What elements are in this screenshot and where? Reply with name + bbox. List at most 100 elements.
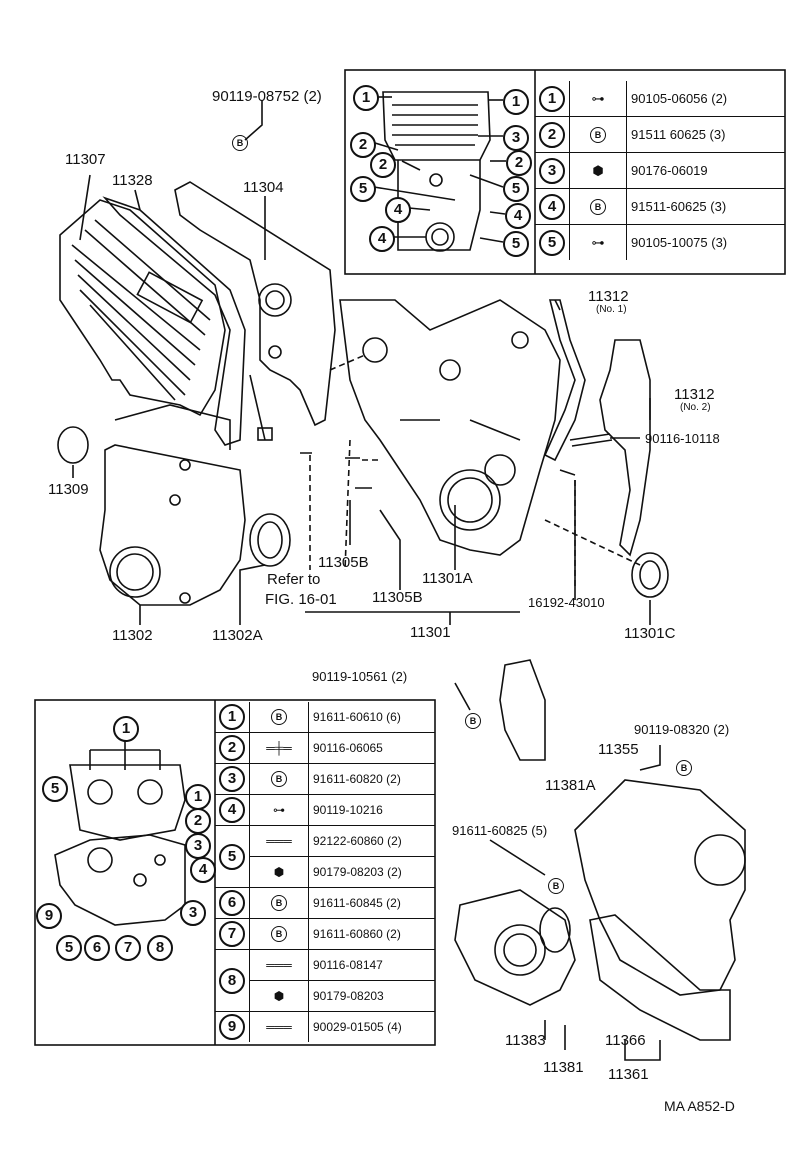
callout-1: 1: [185, 784, 211, 810]
label-11383: 11383: [505, 1032, 546, 1049]
bolt-mark-b: B: [271, 926, 287, 942]
table-row: 3 ⬢ 90176-06019: [535, 152, 785, 189]
table-row: 1 ⊶ 90105-06056 (2): [535, 81, 785, 117]
row-number: 7: [219, 921, 245, 947]
callout-7: 7: [115, 935, 141, 961]
oil-seal-11302A: [249, 513, 291, 567]
row-number: 5: [539, 229, 565, 256]
part-number: 90105-10075 (3): [626, 224, 785, 260]
part-number: 91511-60625 (3): [626, 188, 785, 225]
table-row: 8 ═══ 90116-08147: [215, 949, 435, 1012]
timing-belt-cover-no2: [174, 181, 336, 441]
bracket-part: [499, 659, 546, 761]
stud-icon: ═╪═: [266, 741, 292, 755]
label-11301A: 11301A: [422, 570, 473, 587]
bolt-mark-b: B: [590, 199, 606, 215]
gasket-11312-no2: [599, 339, 651, 557]
nut-icon: ⬢: [273, 989, 285, 1003]
part-number: 90176-06019: [626, 152, 785, 189]
plate-11361: [589, 914, 731, 1041]
callout-2: 2: [185, 808, 211, 834]
label-refer-to: Refer to: [267, 571, 321, 588]
row-number: 1: [539, 85, 565, 112]
stud-icon: ═══: [266, 834, 292, 848]
label-90119-08752: 90119-08752 (2): [212, 88, 322, 105]
label-90119-08320: 90119-08320 (2): [634, 722, 730, 737]
callout-3: 3: [185, 833, 211, 859]
bolt-mark-b: B: [271, 709, 287, 725]
leader-lines: [72, 100, 661, 1061]
label-11305B-lower: 11305B: [372, 589, 423, 606]
row-number: 9: [219, 1014, 245, 1040]
stud-icon: ═══: [266, 1020, 292, 1034]
nut-icon: ⬢: [273, 865, 285, 879]
part-number: 91611-60860 (2): [308, 918, 435, 950]
callout-9: 9: [36, 903, 62, 929]
callout-2: 2: [506, 150, 532, 176]
bottom-inset-case-sketch: [54, 740, 186, 926]
label-91611-60825: 91611-60825 (5): [452, 823, 548, 838]
callout-3: 3: [180, 900, 206, 926]
label-11312-no1: 11312: [588, 288, 629, 305]
table-row: 9 ═══ 90029-01505 (4): [215, 1011, 435, 1042]
bottom-fastener-table: 1 B 91611-60610 (6) 2 ═╪═ 90116-06065 3 …: [215, 702, 435, 1042]
callout-5: 5: [503, 176, 529, 202]
callout-4: 4: [385, 197, 411, 223]
row-number: 2: [539, 121, 565, 148]
label-11361: 11361: [608, 1066, 649, 1083]
callout-4: 4: [505, 203, 531, 229]
row-number: 5: [219, 843, 245, 870]
oil-seal-11301C: [631, 552, 669, 598]
diagram-code: MA A852-D: [664, 1098, 735, 1114]
table-row: 2 ═╪═ 90116-06065: [215, 732, 435, 764]
table-row: 2 B 91511 60625 (3): [535, 116, 785, 153]
label-11366: 11366: [605, 1032, 646, 1049]
label-16192-43010: 16192-43010: [528, 595, 605, 610]
bolt-mark-b: B: [271, 895, 287, 911]
top-inset-frame: [344, 69, 786, 275]
label-11309: 11309: [48, 481, 89, 498]
plug-11309: [57, 426, 89, 464]
label-11305B-upper: 11305B: [318, 554, 369, 571]
top-fastener-table: 1 ⊶ 90105-06056 (2) 2 B 91511 60625 (3) …: [535, 81, 785, 260]
row-number: 4: [539, 193, 565, 220]
row-number: 2: [219, 735, 245, 761]
part-number: 90119-10216: [308, 794, 435, 826]
bolt-mark-b: B: [232, 135, 248, 151]
crankshaft-seal-retainer: [454, 889, 576, 1006]
bolt-mark-b: B: [465, 713, 481, 729]
dowel-pins: [300, 452, 576, 489]
callout-1: 1: [353, 85, 379, 111]
label-11355: 11355: [598, 741, 639, 758]
callout-4: 4: [369, 226, 395, 252]
bolt-mark-b: B: [676, 760, 692, 776]
timing-belt-cover-lower: [99, 404, 246, 606]
part-number: 90105-06056 (2): [626, 81, 785, 117]
part-number: 90116-06065: [308, 732, 435, 764]
callout-5: 5: [503, 231, 529, 257]
table-row: 4 ⊶ 90119-10216: [215, 794, 435, 826]
table-row: 5 ═══ 92122-60860 (2): [215, 825, 435, 888]
table-row: 3 B 91611-60820 (2): [215, 763, 435, 795]
callout-2: 2: [370, 152, 396, 178]
part-number: 90179-08203 (2): [308, 856, 435, 888]
timing-chain-case-11301: [339, 299, 561, 556]
bolt-mark-b: B: [548, 878, 564, 894]
nut-icon: ⬢: [592, 162, 604, 178]
callout-6: 6: [84, 935, 110, 961]
label-11304: 11304: [243, 179, 284, 196]
table-row: ⬢ 90179-08203 (2): [215, 856, 435, 888]
label-11312-no2: 11312: [674, 386, 715, 403]
label-11302: 11302: [112, 627, 153, 644]
part-number: 90029-01505 (4): [308, 1011, 435, 1042]
part-number: 91611-60820 (2): [308, 763, 435, 795]
label-fig-16-01: FIG. 16-01: [265, 591, 337, 608]
callout-5: 5: [350, 176, 376, 202]
part-number: 90116-08147: [308, 949, 435, 981]
bottom-inset-frame: [34, 699, 436, 1046]
timing-belt-cover-gasket: [102, 196, 246, 446]
callout-1: 1: [503, 89, 529, 115]
part-number: 91611-60610 (6): [308, 702, 435, 733]
flange-bolt-icon: ⊶: [591, 234, 605, 250]
row-number: 4: [219, 797, 245, 823]
